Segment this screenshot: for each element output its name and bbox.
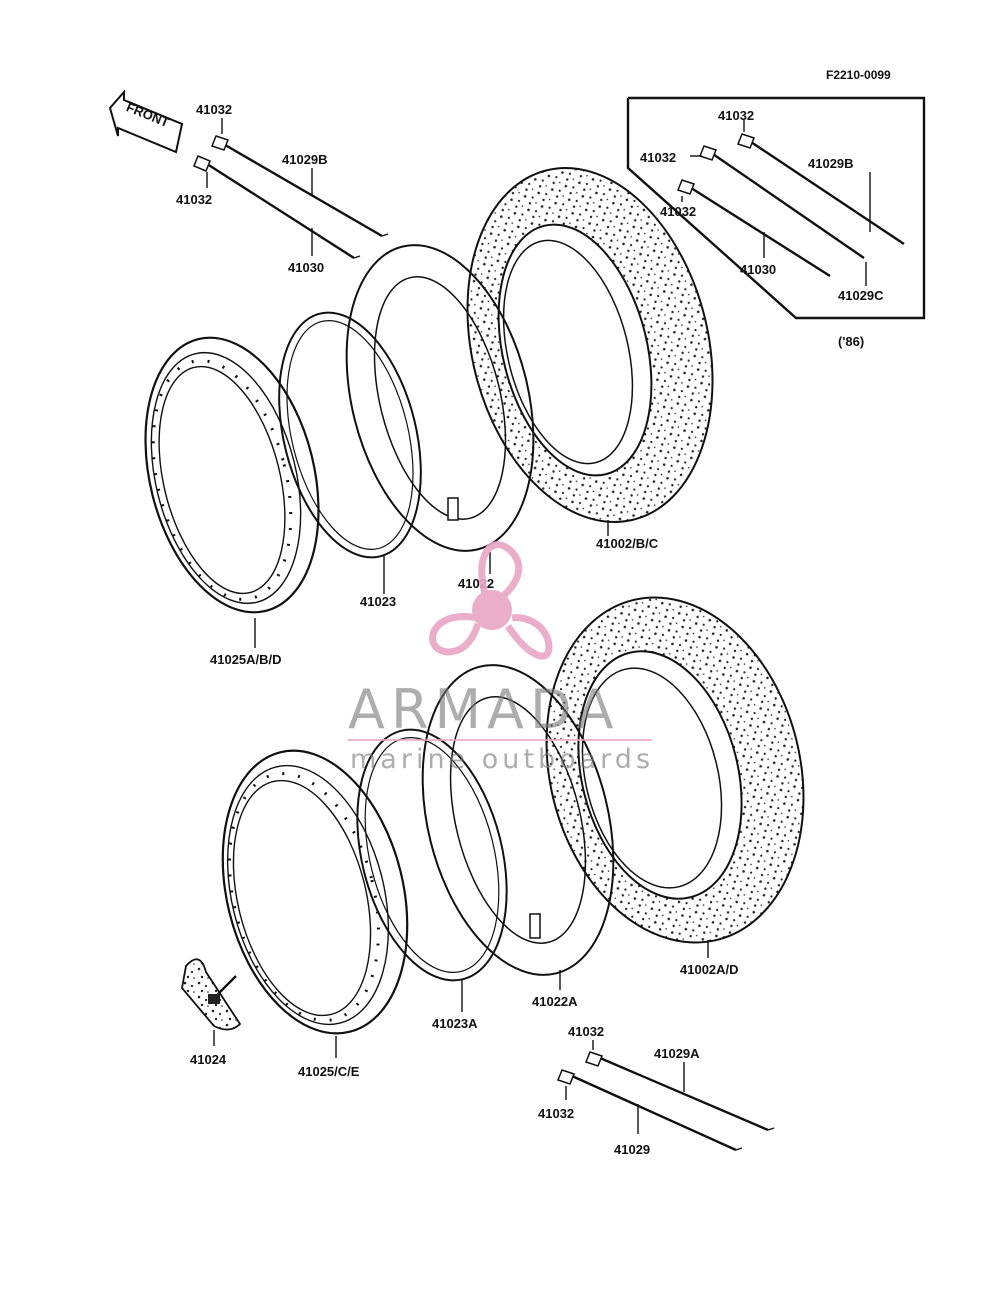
label-top-spoke: 41030 — [288, 260, 324, 275]
label-rear-band: 41023 — [360, 594, 396, 609]
rear-rim — [144, 336, 320, 648]
watermark: ARMADA marine outboards — [348, 541, 654, 775]
watermark-tagline: marine outboards — [350, 744, 654, 775]
label-rear-tire: 41002/B/C — [596, 536, 659, 551]
label-front-band: 41023A — [432, 1016, 478, 1031]
label-inset-nipple-b: 41032 — [640, 150, 676, 165]
front-tube — [421, 664, 615, 990]
front-rim — [221, 749, 409, 1058]
label-bottom-nipple-a: 41032 — [568, 1024, 604, 1039]
label-inset-note: ('86) — [838, 334, 864, 349]
label-top-nipple-a: 41032 — [196, 102, 232, 117]
watermark-brand: ARMADA — [348, 678, 620, 741]
label-rear-rim: 41025A/B/D — [210, 652, 282, 667]
diagram-code: F2210-0099 — [826, 68, 891, 82]
label-inset-nipple-c: 41032 — [660, 204, 696, 219]
label-inset-nipple-a: 41032 — [718, 108, 754, 123]
front-tire — [545, 596, 805, 958]
label-bottom-spoke-a: 41029A — [654, 1046, 700, 1061]
top-spoke-group — [193, 118, 389, 260]
rear-tube — [345, 244, 535, 574]
propeller-logo-icon — [429, 541, 553, 660]
label-inset-spoke-c: 41029C — [838, 288, 884, 303]
front-arrow-icon: FRONT — [108, 89, 184, 154]
label-inset-spoke: 41030 — [740, 262, 776, 277]
rear-tire — [466, 167, 714, 536]
label-front-tube: 41022A — [532, 994, 578, 1009]
label-rear-tube: 41022 — [458, 576, 494, 591]
label-front-tire: 41002A/D — [680, 962, 739, 977]
label-inset-spoke-b: 41029B — [808, 156, 854, 171]
label-tire-lock: 41024 — [190, 1052, 227, 1067]
label-top-spoke-b: 41029B — [282, 152, 328, 167]
bottom-spoke-group — [557, 1040, 775, 1152]
front-rim-band — [356, 728, 508, 1012]
label-bottom-spoke: 41029 — [614, 1142, 650, 1157]
label-bottom-nipple-b: 41032 — [538, 1106, 574, 1121]
rear-rim-band — [278, 311, 422, 594]
label-front-rim: 41025/C/E — [298, 1064, 360, 1079]
inset-box — [626, 96, 926, 320]
label-top-nipple-b: 41032 — [176, 192, 212, 207]
tire-lock — [181, 958, 242, 1046]
